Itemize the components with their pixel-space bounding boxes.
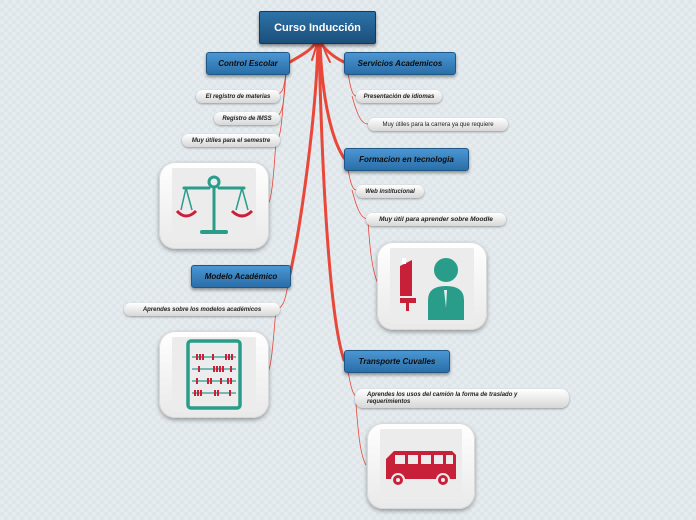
root-title: Curso Inducción [274,21,361,34]
leaf-modelos-academicos[interactable]: Aprendes sobre los modelos académicos [124,303,280,316]
image-frame [390,248,474,324]
leaf-moodle[interactable]: Muy útil para aprender sobre Moodle [366,213,506,226]
leaf-usos-camion[interactable]: Aprendes los usos del camión la forma de… [355,389,569,408]
image-frame [380,429,462,503]
image-card-scales[interactable] [159,162,269,249]
leaf-text: Registro de IMSS [222,115,272,122]
image-card-computer-user[interactable] [377,242,487,330]
leaf-web-institucional[interactable]: Web institucional [356,185,424,198]
branch-formacion-tecnologia[interactable]: Formacion en tecnologia [344,148,469,171]
branch-label: Servicios Academicos [357,59,443,68]
leaf-text: Aprendes sobre los modelos académicos [142,306,262,313]
branch-label: Modelo Académico [204,272,278,281]
abacus-icon [186,339,242,410]
leaf-text: Aprendes los usos del camión la forma de… [367,391,518,405]
branch-label: Control Escolar [218,59,278,68]
root-node[interactable]: Curso Inducción [259,11,376,44]
scales-icon [175,175,254,234]
computer-user-icon [400,258,464,320]
leaf-text: El registro de materias [205,93,271,100]
image-frame [172,168,256,243]
image-card-bus[interactable] [367,423,475,509]
leaf-muy-utiles-semestre[interactable]: Muy útiles para el semestre [182,134,280,147]
branch-modelo-academico[interactable]: Modelo Académico [191,265,291,288]
branch-label: Formacion en tecnologia [359,155,454,164]
bus-icon [386,451,456,487]
branch-servicios-academicos[interactable]: Servicios Academicos [344,52,456,75]
leaf-muy-utiles-carrera[interactable]: Muy útiles para la carrera ya que requie… [368,118,508,131]
branch-control-escolar[interactable]: Control Escolar [206,52,290,75]
leaf-registro-imss[interactable]: Registro de IMSS [214,112,280,125]
image-card-abacus[interactable] [159,331,269,418]
leaf-presentacion-idiomas[interactable]: Presentación de idiomas [356,90,442,103]
leaf-registro-materias[interactable]: El registro de materias [196,90,280,103]
leaf-text: Muy útil para aprender sobre Moodle [379,216,493,223]
leaf-text: Muy útiles para el semestre [191,137,271,144]
branch-transporte-cuvalles[interactable]: Transporte Cuvalles [344,350,450,373]
branch-label: Transporte Cuvalles [358,357,436,366]
image-frame [172,337,256,412]
leaf-text: Presentación de idiomas [363,93,435,100]
leaf-text: Web institucional [365,188,415,195]
leaf-text: Muy útiles para la carrera ya que requie… [382,121,494,128]
